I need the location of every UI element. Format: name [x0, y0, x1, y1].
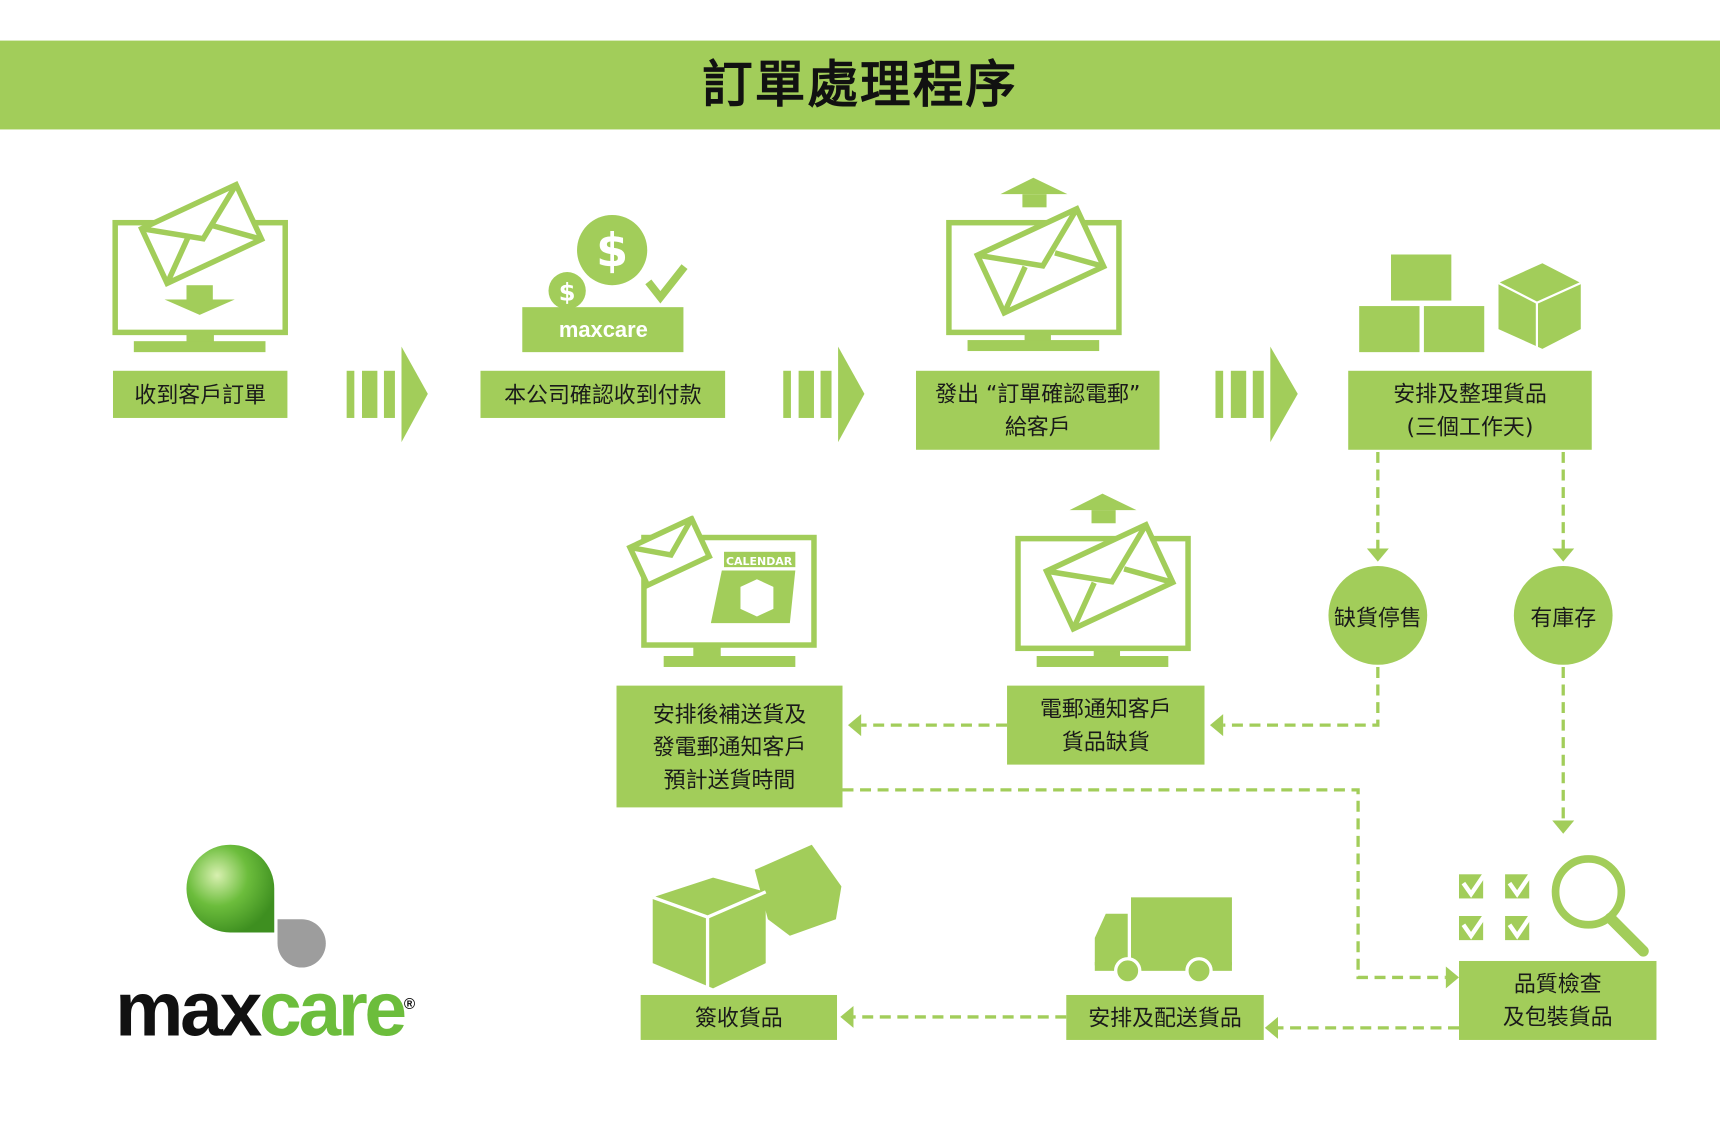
step-label: 安排及整理貨品 [1393, 380, 1547, 407]
check-icon [645, 264, 688, 304]
flow-arrow-2 [783, 346, 865, 443]
step-send-confirmation: 發出 “訂單確認電郵” 給客戶 [915, 370, 1160, 450]
decision-out-of-stock: 缺貨停售 [1328, 566, 1428, 665]
step-label: 及包裝貨品 [1502, 1003, 1613, 1031]
delivery-truck-icon [1094, 897, 1232, 985]
coin-box-brand: maxcare [559, 317, 648, 342]
step-delivery: 安排及配送貨品 [1066, 994, 1264, 1040]
dash-backorder-to-qc [842, 788, 1446, 980]
flow-arrow-3 [1215, 346, 1298, 443]
step-label: (三個工作天) [1406, 413, 1534, 440]
decision-in-stock: 有庫存 [1513, 566, 1613, 665]
registered-mark: ® [403, 994, 416, 1013]
step-label: 安排及配送貨品 [1088, 1004, 1242, 1031]
step-label: 給客戶 [1004, 413, 1071, 440]
decision-label: 有庫存 [1530, 603, 1597, 631]
monitor-envelope-upload-icon-2 [1015, 493, 1191, 667]
step-label: 電郵通知客戶 [1039, 695, 1172, 722]
step-label: 品質檢查 [1513, 970, 1602, 998]
step-quality-check: 品質檢查及包裝貨品 [1459, 960, 1657, 1040]
boxes-icon [1359, 254, 1582, 353]
maxcare-logo-mark [186, 844, 326, 968]
step-notify-shortage: 電郵通知客戶貨品缺貨 [1007, 685, 1205, 765]
decision-label: 缺貨停售 [1333, 603, 1422, 631]
step-label: 收到客戶訂單 [134, 381, 267, 408]
step-label: 貨品缺貨 [1061, 728, 1150, 755]
step-label: 預計送貨時間 [663, 766, 796, 793]
step-label: 本公司確認收到付款 [504, 381, 702, 408]
svg-text:$: $ [559, 279, 576, 307]
logo-text-max: max [115, 966, 262, 1053]
dash-to-notify [1223, 666, 1380, 727]
monitor-envelope-upload-icon [946, 177, 1122, 352]
step-label: 簽收貨品 [694, 1004, 783, 1031]
page-title: 訂單處理程序 [702, 54, 1019, 115]
step-label: 安排後補送貨及 [652, 700, 807, 727]
svg-text:$: $ [596, 224, 628, 278]
step-label: 發電郵通知客戶 [652, 733, 807, 760]
payment-coins-icon: $ $ maxcare [522, 215, 688, 353]
step-label: 發出 “訂單確認電郵” [935, 380, 1141, 407]
logo-text-care: care [259, 966, 407, 1053]
delivered-boxes-icon [652, 844, 842, 989]
step-backorder: 安排後補送貨及發電郵通知客戶預計送貨時間 [616, 685, 843, 808]
title-band: 訂單處理程序 [0, 40, 1720, 130]
step-arrange-goods: 安排及整理貨品 (三個工作天) [1348, 370, 1592, 450]
calendar-label: CALENDAR [726, 555, 793, 568]
step-sign-receipt: 簽收貨品 [640, 994, 838, 1040]
quality-check-magnifier-icon [1459, 855, 1649, 957]
monitor-envelope-download-icon [112, 181, 288, 353]
monitor-calendar-icon: CALENDAR [626, 515, 817, 667]
step-confirm-payment: 本公司確認收到付款 [480, 370, 726, 418]
flow-arrow-1 [346, 346, 428, 443]
flow-arrows [346, 346, 1298, 443]
step-receive-order: 收到客戶訂單 [112, 370, 288, 418]
maxcare-logo: maxcare® [115, 965, 415, 1053]
